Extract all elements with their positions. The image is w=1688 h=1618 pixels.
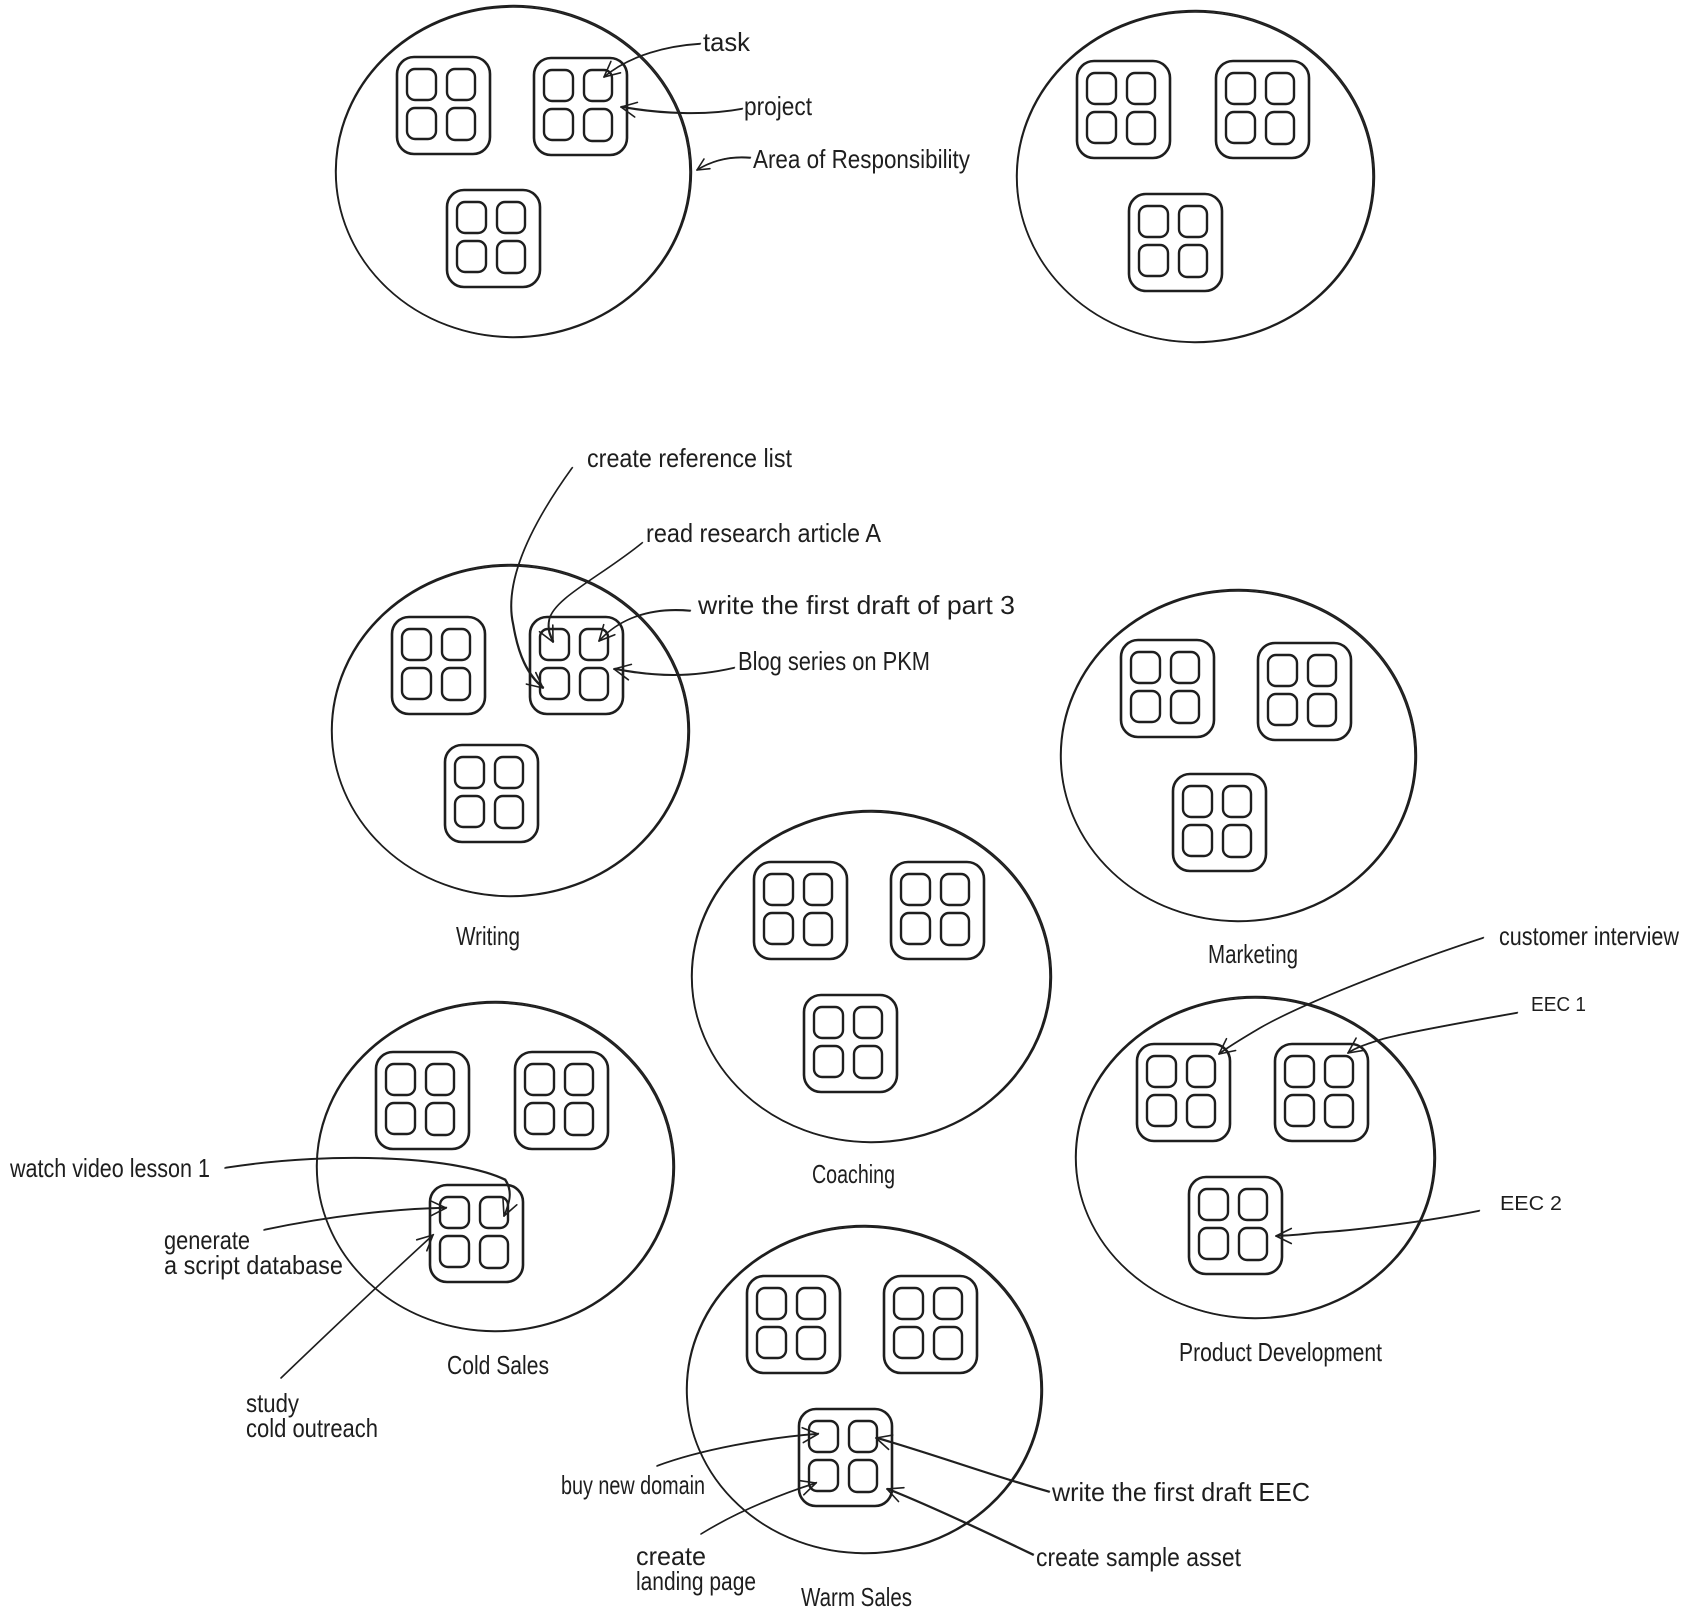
svg-text:a script database: a script database: [164, 1250, 343, 1280]
svg-text:project: project: [744, 91, 813, 121]
svg-text:EEC 2: EEC 2: [1500, 1193, 1562, 1215]
svg-text:buy new domain: buy new domain: [561, 1470, 705, 1500]
svg-text:task: task: [703, 27, 751, 57]
svg-text:customer interview: customer interview: [1499, 921, 1679, 951]
svg-text:write the first draft EEC: write the first draft EEC: [1051, 1477, 1310, 1507]
svg-text:EEC 1: EEC 1: [1531, 994, 1586, 1016]
svg-text:Marketing: Marketing: [1208, 939, 1298, 969]
svg-text:create reference list: create reference list: [587, 443, 793, 473]
svg-text:Writing: Writing: [456, 921, 520, 951]
svg-text:read research article A: read research article A: [646, 518, 882, 548]
svg-text:Product Development: Product Development: [1179, 1337, 1383, 1367]
svg-text:landing page: landing page: [636, 1566, 756, 1596]
svg-text:create sample asset: create sample asset: [1036, 1542, 1242, 1572]
svg-text:Blog series on PKM: Blog series on PKM: [738, 646, 930, 676]
svg-text:generate: generate: [164, 1225, 250, 1255]
svg-text:Cold Sales: Cold Sales: [447, 1350, 549, 1380]
svg-text:cold outreach: cold outreach: [246, 1413, 378, 1443]
svg-text:study: study: [246, 1388, 299, 1418]
svg-text:write the first draft of part: write the first draft of part 3: [697, 590, 1015, 620]
svg-text:watch video lesson 1: watch video lesson 1: [9, 1153, 210, 1183]
svg-text:Area of Responsibility: Area of Responsibility: [753, 144, 970, 174]
svg-text:create: create: [636, 1541, 706, 1571]
svg-text:Warm Sales: Warm Sales: [801, 1582, 912, 1612]
svg-text:Coaching: Coaching: [812, 1159, 895, 1189]
